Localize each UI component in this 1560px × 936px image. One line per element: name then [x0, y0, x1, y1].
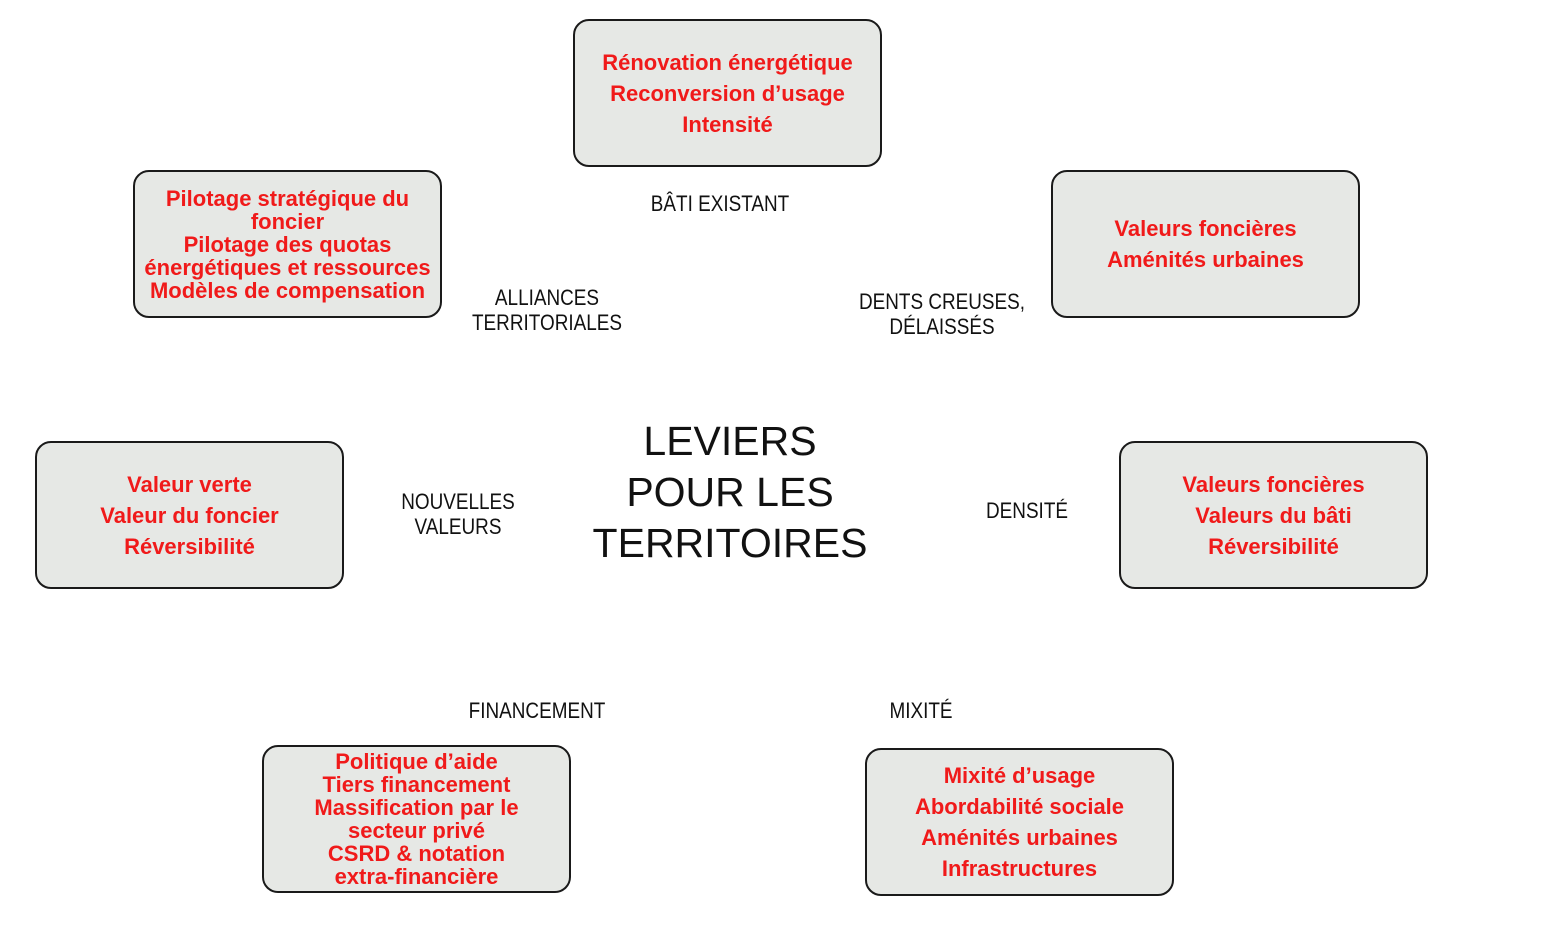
label-line: DENSITÉ — [985, 498, 1069, 523]
box-item: Pilotage des quotas — [183, 231, 392, 257]
label-densite: DENSITÉ — [986, 498, 1068, 523]
title-line: LEVIERS — [643, 418, 817, 464]
label-line: DENTS CREUSES, — [858, 289, 1026, 314]
box-item: Mixité d’usage — [943, 763, 1096, 788]
label-line: MIXITÉ — [889, 698, 953, 723]
label-dents-creuses: DENTS CREUSES, DÉLAISSÉS — [859, 289, 1025, 339]
label-financement: FINANCEMENT — [469, 698, 606, 723]
box-item: Réversibilité — [1208, 533, 1339, 559]
box-item: Pilotage stratégique du — [165, 185, 410, 211]
center-title: LEVIERS POUR LES TERRITOIRES — [593, 416, 868, 569]
box-densite: Valeurs foncières Valeurs du bâti Révers… — [1119, 441, 1428, 589]
label-line: FINANCEMENT — [468, 698, 606, 723]
label-line: BÂTI EXISTANT — [650, 191, 790, 216]
label-line: NOUVELLES — [401, 489, 515, 514]
box-item: Politique d’aide — [335, 749, 498, 774]
box-item: Aménités urbaines — [921, 825, 1118, 850]
box-item: énergétiques et ressources — [144, 254, 431, 280]
box-item: Réversibilité — [124, 533, 255, 559]
box-item: Valeurs du bâti — [1195, 502, 1352, 528]
box-item: Tiers financement — [322, 772, 511, 797]
box-item: foncier — [250, 208, 325, 234]
box-item: Aménités urbaines — [1107, 247, 1304, 272]
box-item: CSRD & notation — [327, 841, 506, 866]
box-financement: Politique d’aide Tiers financement Massi… — [262, 745, 571, 893]
box-item: secteur privé — [348, 818, 485, 843]
box-dents-creuses: Valeurs foncières Aménités urbaines — [1051, 170, 1360, 318]
label-alliances-territoriales: ALLIANCES TERRITORIALES — [472, 285, 622, 335]
box-mixite: Mixité d’usage Abordabilité sociale Amén… — [865, 748, 1174, 896]
label-line: VALEURS — [414, 514, 502, 539]
box-bati-existant: Rénovation énergétique Reconversion d’us… — [573, 19, 882, 167]
label-mixite: MIXITÉ — [889, 698, 952, 723]
box-item: Reconversion d’usage — [610, 80, 845, 106]
label-nouvelles-valeurs: NOUVELLES VALEURS — [401, 489, 515, 539]
box-item: Massification par le — [314, 795, 519, 820]
title-line: POUR LES — [626, 469, 834, 515]
box-item: Rénovation énergétique — [602, 49, 853, 75]
label-line: TERRITORIALES — [471, 310, 623, 335]
box-item: Valeur du foncier — [100, 502, 279, 528]
label-bati-existant: BÂTI EXISTANT — [651, 191, 789, 216]
box-item: Valeur verte — [127, 471, 252, 497]
title-line: TERRITOIRES — [592, 520, 868, 566]
box-item: Valeurs foncières — [1182, 471, 1365, 497]
box-item: Intensité — [682, 111, 773, 137]
box-item: Abordabilité sociale — [914, 794, 1125, 819]
box-item: extra-financière — [334, 864, 499, 889]
box-item: Infrastructures — [941, 856, 1098, 881]
box-alliances-territoriales: Pilotage stratégique du foncier Pilotage… — [133, 170, 442, 318]
box-nouvelles-valeurs: Valeur verte Valeur du foncier Réversibi… — [35, 441, 344, 589]
box-item: Valeurs foncières — [1114, 216, 1297, 241]
box-item: Modèles de compensation — [149, 277, 426, 303]
label-line: ALLIANCES — [494, 285, 600, 310]
label-line: DÉLAISSÉS — [889, 314, 995, 339]
